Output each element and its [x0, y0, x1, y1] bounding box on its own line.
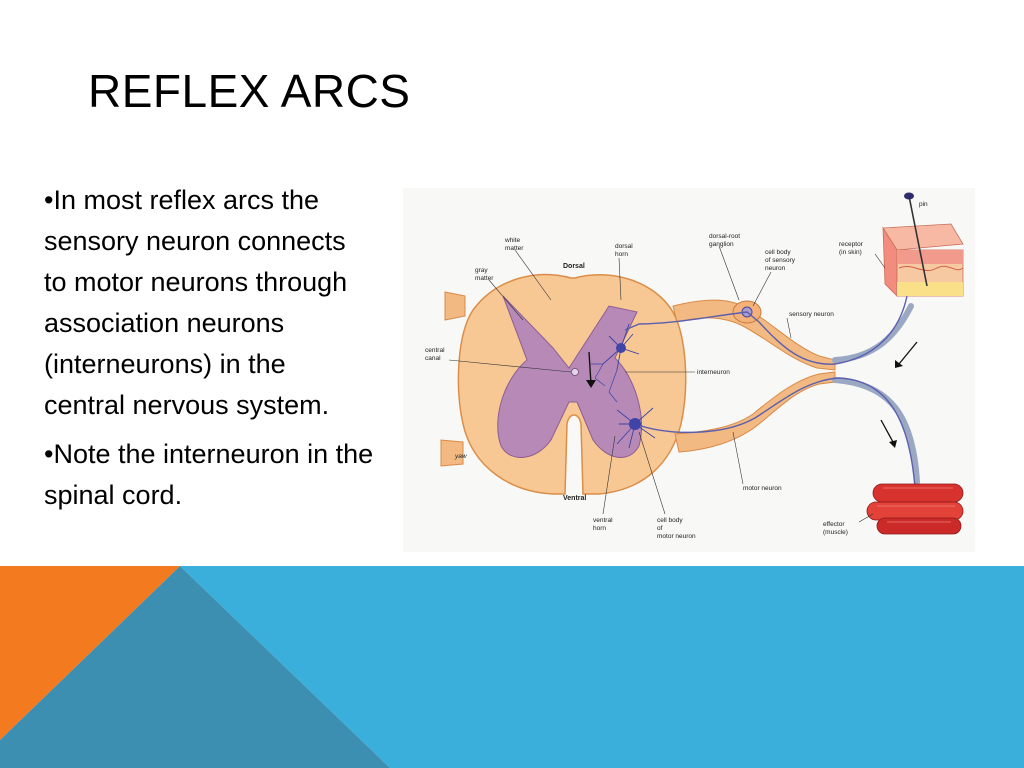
reflex-arc-diagram: yaw [403, 188, 975, 552]
bullet-item: •In most reflex arcs the sensory neuron … [44, 185, 348, 420]
leader-motor-neuron [732, 431, 744, 485]
sensory-neuron-axon [624, 295, 908, 365]
leader-sensory-neuron [786, 317, 792, 339]
slide-title: REFLEX ARCS [88, 65, 411, 117]
dendrite-branches [591, 363, 618, 403]
leader-motor-cell [638, 431, 666, 515]
label-effector: effector(muscle) [823, 521, 848, 536]
label-dorsal: Dorsal [563, 263, 585, 270]
left-dorsal-root [444, 291, 466, 321]
motor-neuron-cell [616, 407, 656, 449]
pin-head [904, 192, 914, 200]
spinal-nerve-lower [832, 377, 920, 485]
label-ventral: Ventral [563, 495, 586, 502]
label-sensory-neuron: sensory neuron [789, 311, 834, 318]
leader-gray-matter [488, 279, 524, 321]
label-pin: pin [919, 201, 928, 208]
label-interneuron: interneuron [697, 369, 730, 376]
spinal-nerve-upper [832, 303, 914, 363]
sensory-direction-arrow-head [895, 360, 903, 368]
down-arrow-cord [588, 351, 592, 385]
leader-sensory-cell [752, 271, 772, 307]
leader-ganglion [718, 245, 740, 301]
sensory-direction-arrow [898, 341, 918, 365]
leader-central-canal [448, 359, 572, 373]
label-receptor: receptor(in skin) [839, 241, 864, 256]
gray-matter [497, 295, 642, 458]
leader-effector [858, 513, 874, 523]
skin-receptor [882, 223, 964, 297]
motor-direction-arrow [880, 419, 894, 443]
pin-shaft [908, 195, 928, 287]
teal-band [0, 566, 390, 768]
motor-direction-arrow-head [889, 440, 897, 448]
down-arrow-cord-head [586, 380, 596, 388]
left-ventral-root [440, 439, 464, 467]
blue-band [180, 566, 1024, 768]
bullet-list: •In most reflex arcs the sensory neuron … [44, 180, 374, 524]
muscle-effector [866, 483, 964, 535]
motor-neuron-axon [634, 377, 916, 489]
leader-ventral-horn [602, 435, 616, 515]
leader-dorsal-horn [618, 257, 622, 301]
leader-white-matter [514, 249, 552, 301]
interneuron-cell [602, 323, 640, 371]
leader-receptor [874, 253, 886, 269]
central-canal [571, 368, 579, 376]
artist-mark: yaw [454, 453, 468, 460]
bullet-item: •Note the interneuron in the spinal cord… [44, 439, 374, 510]
label-motor-neuron: motor neuron [743, 485, 782, 492]
